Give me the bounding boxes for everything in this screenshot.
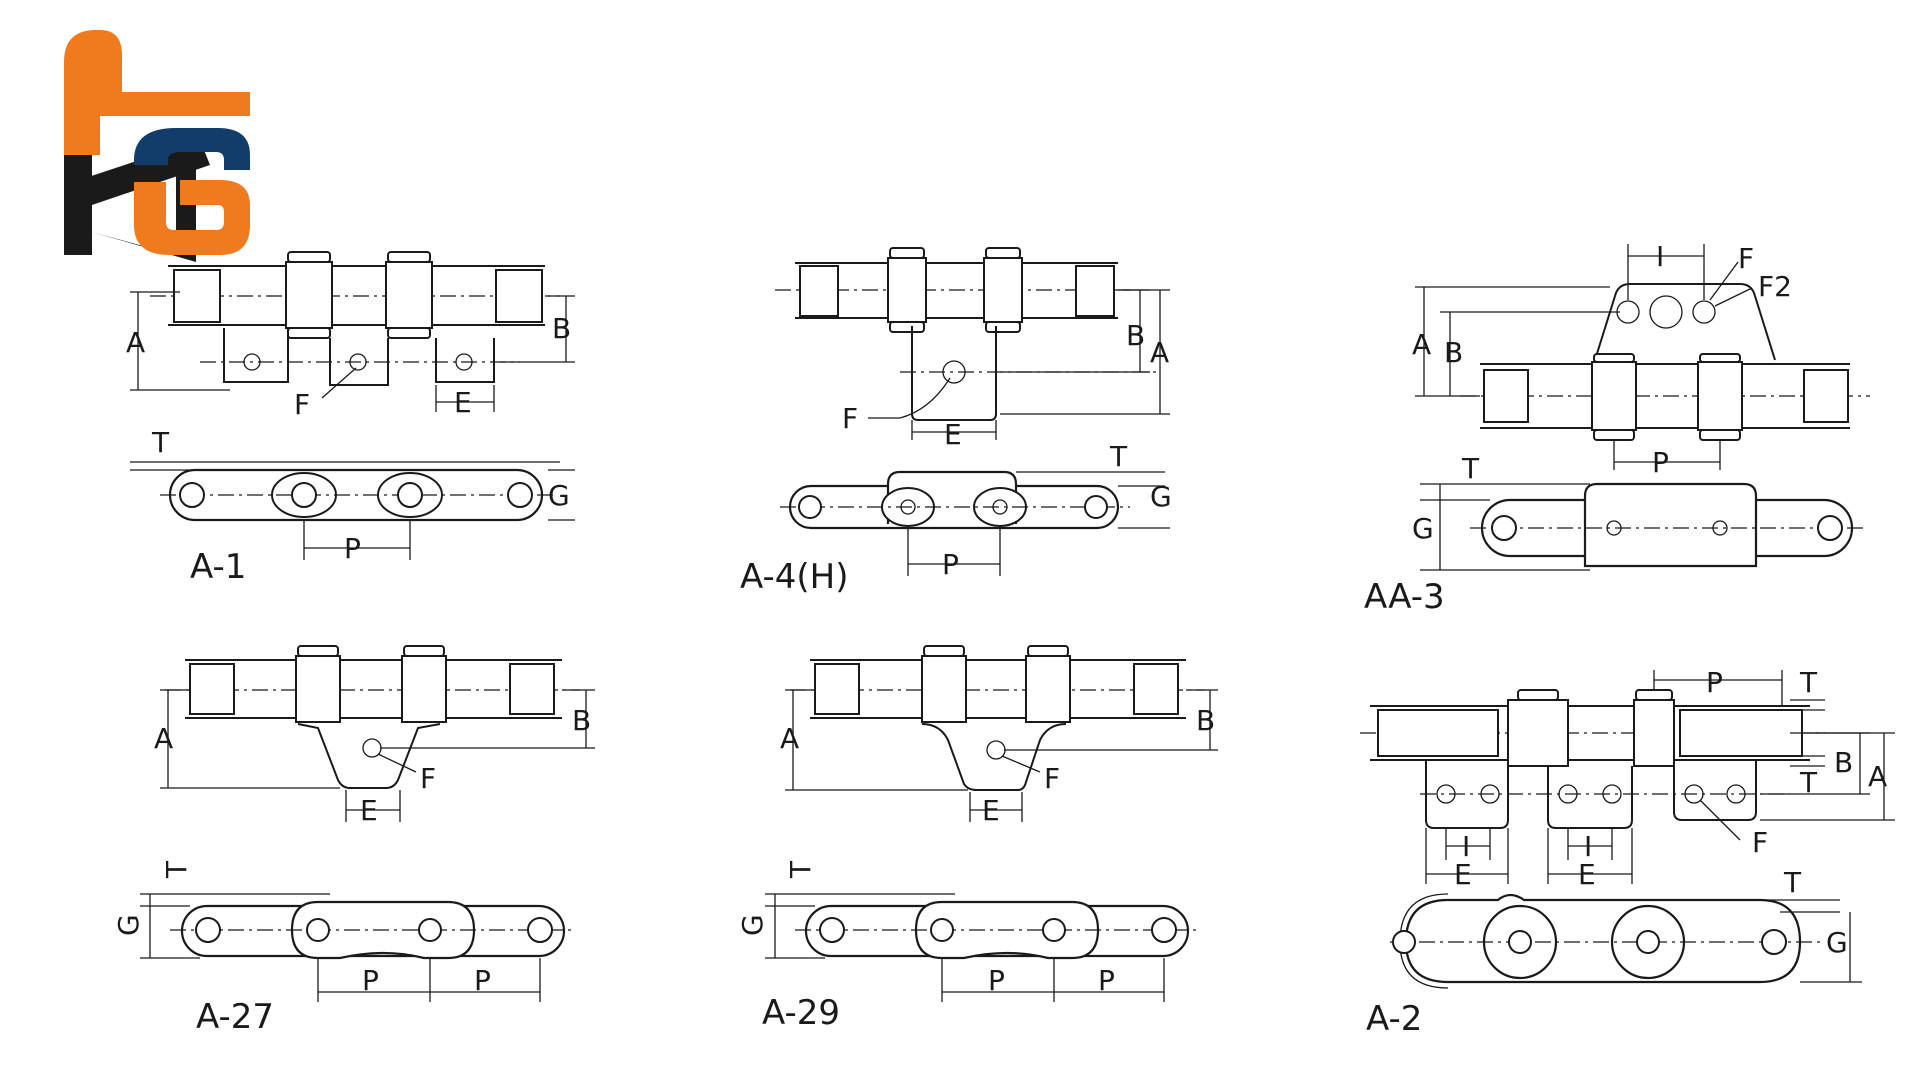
diagram-a1: A B E F T G — [126, 251, 575, 587]
a27-dim-t: T — [160, 860, 193, 879]
a4h-dim-f: F — [842, 402, 858, 435]
a4h-dim-b: B — [1126, 319, 1145, 352]
a4h-dim-g: G — [1150, 480, 1172, 513]
a2-dim-i2: I — [1584, 830, 1592, 863]
logo-s-bottom — [134, 180, 250, 255]
a1-dim-g: G — [548, 479, 570, 512]
a29-dim-t: T — [784, 860, 817, 879]
a1-chain-side-view: T G P — [130, 426, 575, 565]
a27-label: A-27 — [196, 997, 274, 1037]
aa3-dim-i: I — [1656, 240, 1664, 273]
aa3-dimensions: I F F2 A B P — [1412, 240, 1792, 479]
a27-dim-p2: P — [474, 964, 491, 997]
a1-dim-b: B — [552, 312, 571, 345]
a1-dim-a: A — [126, 326, 145, 359]
a2-chain-side-view: T G — [1390, 866, 1862, 989]
a1-dim-p: P — [344, 532, 361, 565]
aa3-dim-a: A — [1412, 328, 1431, 361]
aa3-dim-f: F — [1738, 242, 1754, 275]
a29-dim-g: G — [736, 914, 769, 936]
logo-k-stroke — [64, 140, 210, 205]
a4h-chain-side-view: T G P — [780, 440, 1172, 581]
aa3-chain-side-view: T G — [1412, 452, 1865, 571]
aa3-chain-top-view — [1460, 283, 1870, 441]
a4h-chain-top-view — [775, 247, 1160, 421]
a27-chain-top-view — [165, 645, 580, 789]
a2-dimensions: P T T B A F I I — [1425, 666, 1895, 891]
a27-dim-b: B — [572, 704, 591, 737]
diagram-aa3: I F F2 A B P T — [1364, 240, 1870, 617]
a27-dim-e: E — [360, 794, 378, 827]
diagram-a2: P T T B A F I I — [1360, 666, 1895, 1039]
a29-chain-top-view — [790, 645, 1205, 791]
a2-chain-top-view — [1360, 689, 1825, 829]
a29-label: A-29 — [762, 993, 840, 1033]
a2-dim-a: A — [1868, 760, 1887, 793]
a4h-label: A-4(H) — [740, 557, 849, 597]
a1-dim-t: T — [151, 426, 170, 459]
a29-dim-p1: P — [988, 964, 1005, 997]
a2-dim-t3: T — [1783, 866, 1802, 899]
a27-dim-a: A — [154, 722, 173, 755]
a4h-dim-t: T — [1109, 440, 1128, 473]
a29-dimensions: A B E F — [780, 689, 1218, 827]
a4h-dim-e: E — [944, 418, 962, 451]
a1-dim-e: E — [454, 386, 472, 419]
a27-dimensions: A B E F — [154, 689, 595, 827]
a29-dim-p2: P — [1098, 964, 1115, 997]
a2-dim-e2: E — [1578, 858, 1596, 891]
aa3-dim-p: P — [1652, 446, 1669, 479]
a1-chain-top-view — [150, 251, 560, 386]
a1-label: A-1 — [190, 547, 246, 587]
a1-dimensions: A B E F — [126, 291, 575, 421]
a27-chain-side-view: T G P P — [112, 860, 575, 1002]
diagram-a4h: B A E F T G — [740, 247, 1172, 597]
a29-dim-a: A — [780, 722, 799, 755]
aa3-dim-g: G — [1412, 512, 1434, 545]
a2-dim-t1: T — [1799, 666, 1818, 699]
diagram-a29: A B E F T G — [736, 645, 1218, 1033]
a29-dim-e: E — [982, 794, 1000, 827]
a2-dim-b: B — [1834, 746, 1853, 779]
a2-dim-f: F — [1752, 826, 1768, 859]
a4h-dim-p: P — [942, 548, 959, 581]
a2-dim-i1: I — [1462, 830, 1470, 863]
diagram-a27: A B E F T G — [112, 645, 595, 1037]
a29-dim-b: B — [1196, 704, 1215, 737]
a2-dim-g: G — [1826, 926, 1848, 959]
logo-s-top — [134, 128, 250, 170]
a27-dim-f: F — [420, 762, 436, 795]
a2-label: A-2 — [1366, 999, 1422, 1039]
a29-chain-side-view: T G P P — [736, 860, 1200, 1002]
a27-dim-p1: P — [362, 964, 379, 997]
aa3-dim-f2: F2 — [1758, 270, 1792, 303]
brand-logo — [64, 30, 250, 262]
aa3-dim-t: T — [1461, 452, 1480, 485]
a1-dim-f: F — [294, 388, 310, 421]
a2-dim-p: P — [1706, 666, 1723, 699]
a29-dim-f: F — [1044, 762, 1060, 795]
a4h-dimensions: B A E F — [842, 289, 1170, 451]
a2-dim-t2: T — [1799, 766, 1818, 799]
a2-dim-e1: E — [1454, 858, 1472, 891]
aa3-dim-b: B — [1444, 336, 1463, 369]
a4h-dim-a: A — [1150, 336, 1169, 369]
a27-dim-g: G — [112, 914, 145, 936]
logo-orange-hook — [64, 30, 250, 155]
aa3-label: AA-3 — [1364, 577, 1445, 617]
